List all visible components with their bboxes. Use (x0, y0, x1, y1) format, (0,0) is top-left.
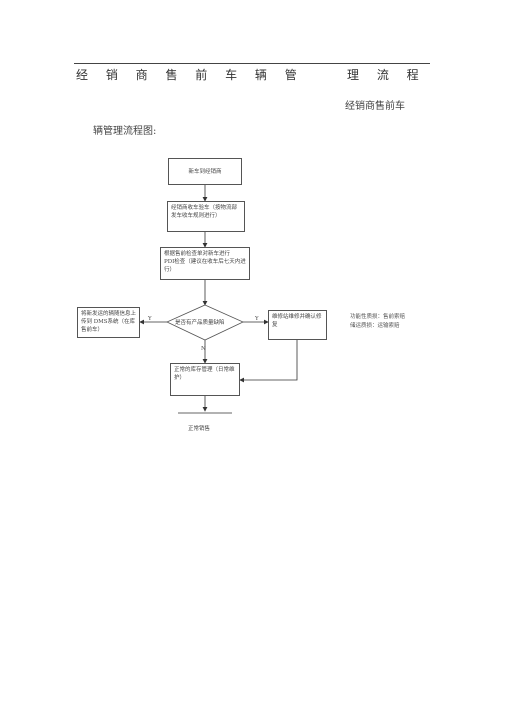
side-note-line1: 功能性质损：售前索赔 (350, 314, 406, 320)
yes-right-label: Y (255, 316, 259, 322)
right-result-label: 维修站维修并确认修复 (272, 314, 322, 328)
header-title-left: 经 销 商 售 前 车 辆 管 (76, 68, 304, 82)
step1-label: 经销商收车验车（按物流部发车收车规则进行） (171, 205, 238, 219)
step2-label-line1: 根据售前检查单对新车进行 (164, 251, 231, 257)
intro-text: 辆管理流程图: (93, 126, 157, 137)
connector-right-step3 (239, 340, 298, 383)
step3-box: 正常的库存管理（日常维护） (170, 363, 240, 396)
header-title-right: 理 流 程 (347, 68, 426, 82)
step2-label-line2: PDI检查（建议在收车后七天内进行） (164, 259, 246, 273)
yes-left-label: Y (148, 316, 152, 322)
left-result-label: 将新发运的辆随信息上传到 DMS系统（在库售前车） (81, 311, 137, 333)
start-label: 新车到经销商 (188, 168, 222, 175)
step1-box: 经销商收车验车（按物流部发车收车规则进行） (167, 201, 245, 232)
end-label: 正常销售 (188, 426, 211, 432)
subtitle-right: 经销商售前车 (345, 101, 405, 112)
right-result-box: 维修站维修并确认修复 (268, 310, 327, 340)
no-label: N (201, 346, 206, 352)
side-note: 功能性质损：售前索赔 储运质损：运输索赔 (350, 313, 405, 331)
decision-label: 是否有产品质量缺陷 (175, 320, 225, 326)
header-rule (74, 63, 430, 64)
start-box: 新车到经销商 (168, 158, 242, 185)
step2-box: 根据售前检查单对新车进行 PDI检查（建议在收车后七天内进行） (160, 247, 250, 280)
side-note-line2: 储运质损：运输索赔 (350, 323, 400, 329)
decision-diamond (166, 304, 244, 341)
left-result-box: 将新发运的辆随信息上传到 DMS系统（在库售前车） (77, 307, 140, 338)
step3-label: 正常的库存管理（日常维护） (174, 367, 235, 381)
